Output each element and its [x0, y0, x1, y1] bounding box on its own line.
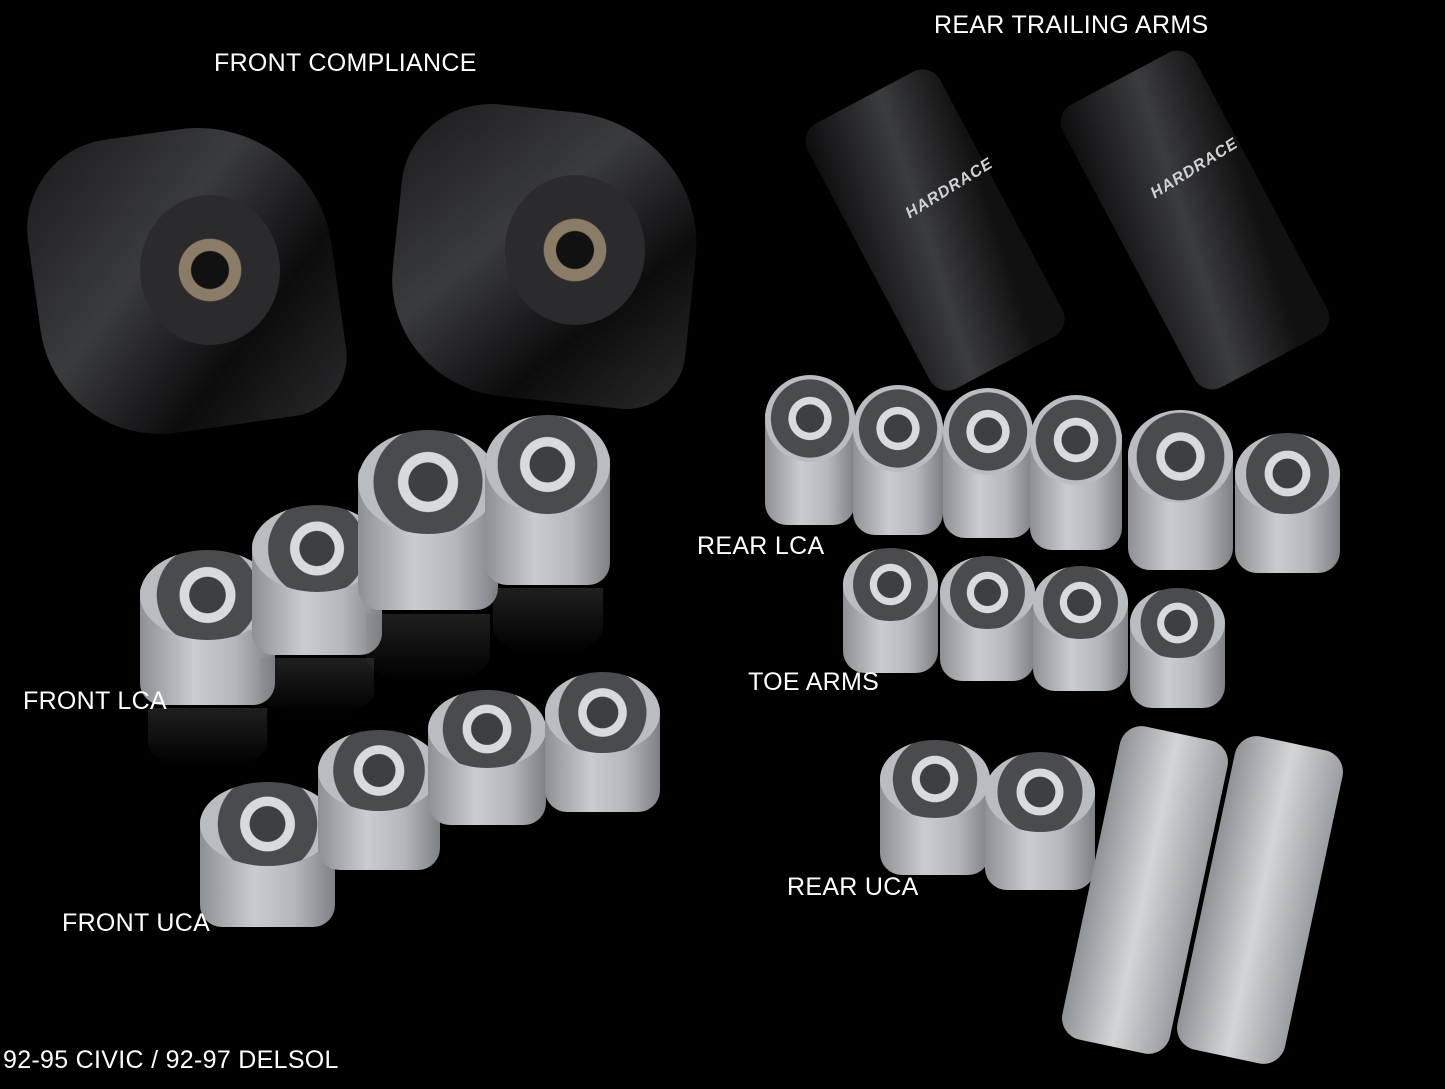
- front-uca-bushing: [428, 690, 546, 825]
- rear-lca-bushing: [853, 385, 943, 535]
- toe-arm-bushing: [843, 548, 938, 673]
- rear-uca-bushing: [880, 740, 990, 875]
- rear-trailing-arm-left: [798, 62, 1072, 398]
- front-uca-bushing: [200, 782, 335, 927]
- label-fitment: 92-95 CIVIC / 92-97 DELSOL: [3, 1046, 339, 1074]
- toe-arm-bushing: [1130, 588, 1225, 708]
- label-front-uca: FRONT UCA: [62, 909, 211, 937]
- front-compliance-bushing-left: [140, 195, 280, 345]
- rear-lca-bushing: [1235, 433, 1340, 573]
- front-lca-bushing: [485, 415, 610, 653]
- label-front-compliance: FRONT COMPLIANCE: [214, 49, 477, 77]
- label-rear-trailing-arms: REAR TRAILING ARMS: [934, 11, 1209, 39]
- label-rear-lca: REAR LCA: [697, 532, 825, 560]
- rear-uca-bushing: [985, 752, 1095, 890]
- rear-lca-bushing: [943, 388, 1033, 538]
- front-lca-bushing: [358, 430, 498, 682]
- toe-arm-bushing: [1033, 566, 1128, 691]
- front-uca-bushing: [545, 672, 660, 812]
- label-rear-uca: REAR UCA: [787, 873, 919, 901]
- front-compliance-bushing-right: [505, 175, 645, 325]
- rear-lca-bushing: [1030, 395, 1122, 550]
- rear-lca-bushing: [1128, 410, 1233, 570]
- label-toe-arms: TOE ARMS: [748, 668, 880, 696]
- label-front-lca: FRONT LCA: [23, 687, 167, 715]
- front-uca-bushing: [318, 730, 440, 870]
- toe-arm-bushing: [940, 556, 1035, 681]
- rear-lca-bushing: [765, 375, 855, 525]
- rear-trailing-arm-right: [1053, 43, 1337, 397]
